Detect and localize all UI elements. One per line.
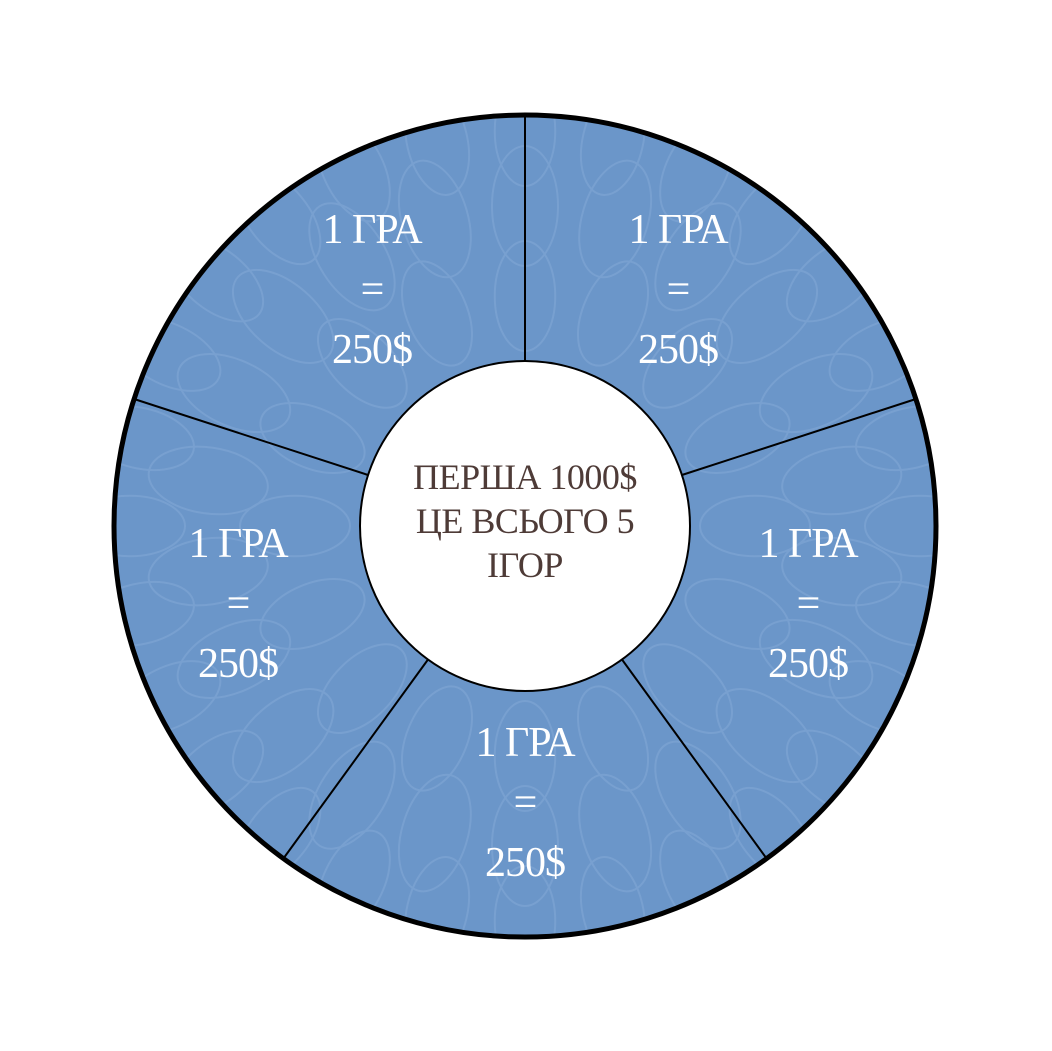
center-disc	[359, 360, 691, 692]
segment-amount: 250$	[485, 840, 566, 886]
segment-divider	[133, 398, 369, 476]
pattern-petal	[147, 536, 269, 607]
segment-game-count: 1 ГРА	[758, 521, 858, 567]
pattern-petal	[259, 578, 366, 651]
pattern-petal	[316, 317, 408, 409]
pattern-petal	[642, 643, 734, 735]
pattern-petal	[715, 688, 819, 784]
pattern-petal	[781, 445, 903, 516]
pattern-petal	[758, 353, 874, 434]
center-line-3: ІГОР	[487, 545, 563, 585]
pattern-petal	[578, 159, 653, 279]
pattern-petal	[654, 740, 742, 850]
pattern-petal	[493, 700, 557, 812]
segment-game-count: 1 ГРА	[475, 720, 575, 766]
pattern-petal	[578, 773, 653, 893]
pattern-petal	[397, 159, 472, 279]
pattern-petal	[715, 268, 819, 364]
pattern-petal	[400, 260, 473, 367]
pattern-petal	[397, 773, 472, 893]
segment-label-top-right: 1 ГРА = 250$	[578, 200, 778, 380]
segment-game-count: 1 ГРА	[322, 207, 422, 253]
pattern-petal	[114, 494, 186, 558]
pattern-petal	[308, 740, 396, 850]
segment-equals: =	[666, 267, 691, 313]
pattern-petal	[176, 618, 292, 699]
pattern-petal	[654, 202, 742, 312]
segment-game-count: 1 ГРА	[628, 207, 728, 253]
pattern-petal	[114, 580, 195, 647]
segment-game-count: 1 ГРА	[188, 521, 288, 567]
pattern-petal	[577, 685, 650, 792]
pattern-petal	[642, 317, 734, 409]
outer-rim	[111, 112, 939, 940]
pattern-petal	[684, 401, 791, 474]
pattern-petal	[147, 445, 269, 516]
ring-segment	[114, 398, 429, 859]
pattern-petal	[400, 685, 473, 792]
mandala-pattern	[114, 115, 936, 937]
segment-amount: 250$	[768, 641, 849, 687]
pattern-petal	[684, 578, 791, 651]
pattern-petal	[316, 643, 408, 735]
segment-equals: =	[360, 267, 385, 313]
pattern-petal	[239, 494, 351, 558]
segment-label-bottom: 1 ГРА = 250$	[425, 713, 625, 893]
segments-group	[114, 115, 936, 937]
ring-segment	[134, 115, 525, 476]
pattern-petal	[699, 494, 811, 558]
ring-segment	[621, 398, 936, 859]
segment-divider	[621, 658, 768, 860]
pattern-petal	[758, 618, 874, 699]
segment-label-right: 1 ГРА = 250$	[708, 514, 908, 694]
pattern-petal	[231, 268, 335, 364]
dividers-group	[133, 115, 917, 860]
pattern-petal	[114, 405, 195, 472]
center-line-1: ПЕРША 1000$	[413, 457, 637, 497]
center-caption: ПЕРША 1000$ ЦЕ ВСЬОГО 5 ІГОР	[385, 455, 665, 587]
segment-equals: =	[226, 581, 251, 627]
pattern-petal	[176, 353, 292, 434]
pattern-petal	[855, 580, 936, 647]
pattern-petal	[491, 785, 559, 907]
center-line-2: ЦЕ ВСЬОГО 5	[415, 501, 635, 541]
pattern-petal	[308, 202, 396, 312]
ring-segment	[283, 659, 767, 937]
pattern-petal	[579, 856, 646, 937]
segment-amount: 250$	[332, 327, 413, 373]
ring-segment	[525, 115, 916, 476]
segment-divider	[282, 658, 429, 860]
pattern-petal	[231, 688, 335, 784]
pattern-petal	[577, 260, 650, 367]
pattern-petal	[493, 865, 557, 937]
segment-equals: =	[513, 780, 538, 826]
segment-equals: =	[796, 581, 821, 627]
segment-divider	[681, 398, 917, 476]
pattern-petal	[404, 115, 471, 196]
segment-amount: 250$	[198, 641, 279, 687]
pattern-petal	[855, 405, 936, 472]
pattern-petal	[404, 856, 471, 937]
segment-label-top-left: 1 ГРА = 250$	[272, 200, 472, 380]
segment-amount: 250$	[638, 327, 719, 373]
pattern-petal	[781, 536, 903, 607]
pattern-petal	[864, 494, 936, 558]
pattern-petal	[259, 401, 366, 474]
pattern-petal	[579, 115, 646, 196]
segment-label-left: 1 ГРА = 250$	[138, 514, 338, 694]
